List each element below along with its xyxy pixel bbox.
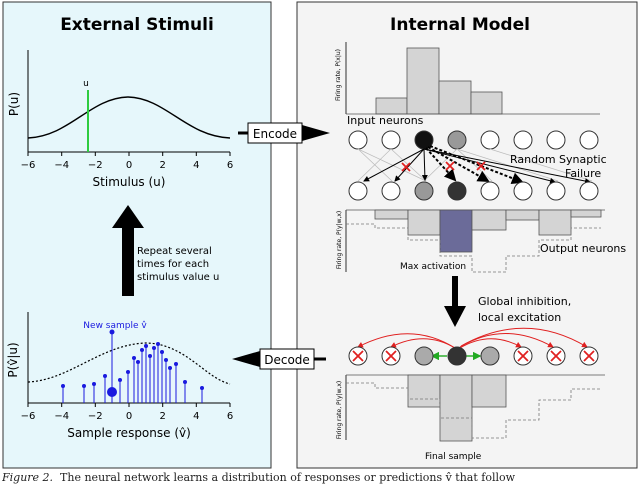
svg-text:Failure: Failure	[565, 167, 601, 180]
repeat-text: Repeat several times for each stimulus v…	[137, 246, 219, 283]
previous-distribution-outline	[346, 223, 601, 273]
svg-text:stimulus value u: stimulus value u	[137, 272, 219, 283]
stimulus-ylabel: P(u)	[7, 92, 21, 116]
stimulus-plot: u −6 −4 −2 0 2 4 6 Stimulus (u) P(u)	[7, 50, 233, 189]
final-histogram-bars	[407, 374, 507, 442]
stimulus-distribution-curve	[27, 96, 231, 139]
repeat-arrow	[112, 205, 144, 296]
final-histogram: Firing rate, P(y|w,x)	[336, 374, 605, 442]
tick-label: 2	[160, 411, 166, 422]
svg-text:Global inhibition,: Global inhibition,	[478, 295, 571, 308]
max-activation-label: Max activation	[400, 262, 466, 272]
stimulus-marker-label: u	[83, 79, 89, 89]
sample-response-plot: New sample v̂ −6 −4 −2 0 2 4 6 Sample re…	[6, 312, 233, 440]
decode-label: Decode	[264, 353, 310, 367]
left-panel	[2, 1, 272, 469]
tick-label: 6	[227, 160, 233, 171]
svg-text:local excitation: local excitation	[478, 311, 561, 324]
tick-label: 4	[193, 411, 199, 422]
lateral-connections	[357, 327, 588, 361]
tick-label: 0	[126, 160, 132, 171]
input-histogram: Firing rate, P(x|u)	[335, 42, 600, 115]
input-histogram-ylabel: Firing rate, P(x|u)	[335, 49, 342, 101]
tick-label: −2	[88, 411, 103, 422]
svg-text:Repeat several: Repeat several	[137, 246, 212, 257]
inhibition-arrow	[444, 276, 466, 327]
figure-caption-text: The neural network learns a distribution…	[60, 471, 516, 484]
tick-label: −6	[21, 411, 36, 422]
input-neurons-row	[348, 130, 599, 150]
tick-label: 6	[227, 411, 233, 422]
output-neurons-row	[348, 181, 599, 201]
output-histogram-ylabel: Firing rate, P(y|w,x)	[336, 211, 343, 270]
tick-label: 4	[193, 160, 199, 171]
final-histogram-ylabel: Firing rate, P(y|w,x)	[336, 381, 343, 440]
figure-caption-label: Figure 2.	[2, 471, 54, 484]
tick-label: −2	[88, 160, 103, 171]
response-distribution-curve	[27, 342, 231, 385]
sample-response-ylabel: P(v̂|u)	[6, 342, 20, 377]
svg-text:times for each: times for each	[137, 259, 209, 270]
new-sample-label: New sample v̂	[83, 320, 147, 331]
tick-label: 0	[126, 411, 132, 422]
synaptic-connections	[357, 145, 593, 184]
output-histogram: Firing rate, P(y|w,x)	[336, 209, 605, 273]
svg-text:Random Synaptic: Random Synaptic	[510, 153, 607, 166]
tick-label: −6	[21, 160, 36, 171]
inhibition-label: Global inhibition, local excitation	[478, 295, 571, 324]
left-panel-title: External Stimuli	[60, 15, 214, 35]
tick-label: 2	[160, 160, 166, 171]
tick-label: −4	[54, 160, 69, 171]
inhibited-neuron-crosses	[352, 350, 595, 362]
sample-dots	[61, 329, 204, 390]
sample-response-xlabel: Sample response (v̂)	[67, 426, 191, 440]
tick-label: −4	[54, 411, 69, 422]
encode-label: Encode	[253, 127, 297, 141]
input-histogram-bars	[375, 47, 503, 115]
input-neurons-label: Input neurons	[347, 114, 424, 127]
new-sample-marker	[107, 387, 117, 397]
encode-connector: Encode	[238, 122, 330, 144]
sample-stems	[62, 332, 203, 403]
right-panel-title: Internal Model	[390, 15, 530, 35]
decode-connector: Decode	[232, 348, 326, 370]
output-histogram-bars	[374, 209, 602, 253]
failure-label: Random Synaptic Failure	[510, 153, 607, 180]
max-activation-bar	[439, 209, 473, 253]
output-neurons-label: Output neurons	[540, 242, 626, 255]
figure-caption: Figure 2. The neural network learns a di…	[2, 471, 640, 488]
stimulus-xlabel: Stimulus (u)	[93, 175, 166, 189]
previous-output-outline	[346, 382, 601, 439]
final-sample-label: Final sample	[425, 452, 482, 462]
synaptic-failure-crosses	[401, 161, 486, 172]
